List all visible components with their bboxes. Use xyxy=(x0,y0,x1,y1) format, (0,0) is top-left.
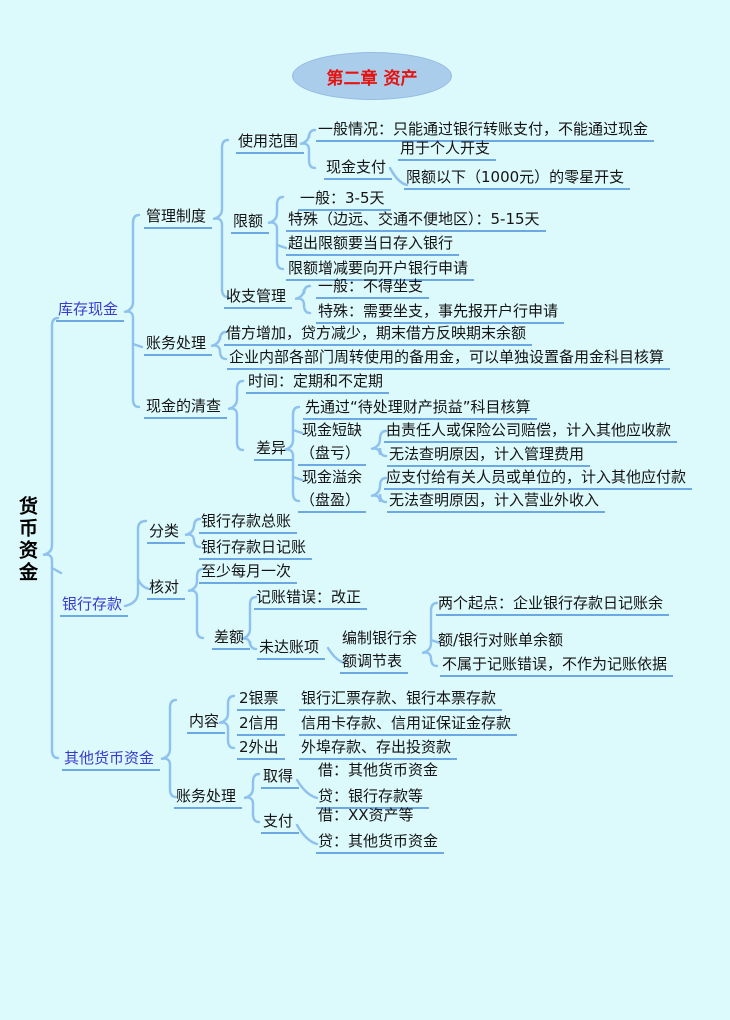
connector xyxy=(291,428,304,435)
connector xyxy=(295,823,319,846)
connector xyxy=(123,519,148,608)
node-check-time[interactable]: 时间：定期和不定期 xyxy=(246,372,390,394)
node-shortage-compensate[interactable]: 由责任人或保险公司赔偿，计入其他应收款 xyxy=(384,421,678,443)
connector xyxy=(370,476,388,504)
connector xyxy=(299,128,317,170)
node-difference[interactable]: 差异 xyxy=(254,439,293,461)
connector xyxy=(294,284,312,315)
node-outstanding-items[interactable]: 未达账项 xyxy=(257,638,326,660)
node-limit-change[interactable]: 限额增减要向开户银行申请 xyxy=(286,259,475,281)
connector xyxy=(50,566,63,575)
connector xyxy=(388,166,409,187)
node-limit-special[interactable]: 特殊（边远、交通不便地区）：5-15天 xyxy=(286,210,546,232)
connector xyxy=(123,213,141,409)
node-pay-credit[interactable]: 贷：其他货币资金 xyxy=(316,832,445,854)
chapter-title-node[interactable]: 第二章 资产 xyxy=(292,52,452,100)
node-verify-monthly[interactable]: 至少每月一次 xyxy=(199,562,298,584)
connector xyxy=(136,577,151,591)
node-management-system[interactable]: 管理制度 xyxy=(144,207,213,229)
node-not-bookkeeping-basis[interactable]: 不属于记账错误，不作为记账依据 xyxy=(440,655,674,677)
chapter-title: 第二章 资产 xyxy=(326,68,418,89)
node-cash-payment[interactable]: 现金支付 xyxy=(324,158,393,180)
node-content[interactable]: 内容 xyxy=(187,712,226,734)
connector xyxy=(429,638,442,645)
node-revenue-expense-mgmt[interactable]: 收支管理 xyxy=(224,287,293,309)
connector xyxy=(160,698,178,799)
node-other-monetary-funds[interactable]: 其他货币资金 xyxy=(62,749,161,771)
node-pay-debit[interactable]: 借：XX资产等 xyxy=(318,806,414,824)
node-diff-pending-account[interactable]: 先通过“待处理财产损益”科目核算 xyxy=(303,398,537,420)
node-cash-overage-line1[interactable]: 现金溢余 xyxy=(302,468,363,486)
connector xyxy=(184,517,202,549)
connector xyxy=(42,316,60,760)
node-inout-special[interactable]: 特殊：需要坐支，事先报开户行申请 xyxy=(316,302,565,324)
node-classification[interactable]: 分类 xyxy=(147,522,186,544)
node-limit-general[interactable]: 一般：3-5天 xyxy=(298,189,391,211)
connector xyxy=(326,646,347,665)
connector xyxy=(187,567,205,640)
connector xyxy=(227,379,245,452)
node-cash-shortage-line1[interactable]: 现金短缺 xyxy=(302,421,363,439)
connector xyxy=(421,601,439,668)
node-cash-overage-line2[interactable]: （盘盈） xyxy=(298,491,367,513)
connector xyxy=(295,778,319,800)
node-pay[interactable]: 支付 xyxy=(261,812,300,834)
node-overage-payable[interactable]: 应支付给有关人员或单位的，计入其他应付款 xyxy=(384,468,693,490)
connector xyxy=(267,195,285,271)
node-cash-accounting-rule[interactable]: 借方增加，贷方减少，期末借方反映期末余额 xyxy=(224,324,533,346)
node-scope-general-line2[interactable]: 用于个人开支 xyxy=(398,139,497,161)
connector xyxy=(218,694,236,750)
node-verification[interactable]: 核对 xyxy=(147,578,186,600)
connector xyxy=(131,342,144,349)
connector xyxy=(291,475,304,482)
node-bank-general-ledger[interactable]: 银行存款总账 xyxy=(199,512,298,534)
node-content-row-key[interactable]: 2银票 xyxy=(237,689,285,711)
node-bookkeeping-error[interactable]: 记账错误：改正 xyxy=(254,588,368,610)
node-content-row-val[interactable]: 信用卡存款、信用证保证金存款 xyxy=(299,714,518,736)
node-bank-deposits[interactable]: 银行存款 xyxy=(60,595,129,617)
node-two-starting-points-line1[interactable]: 两个起点：企业银行存款日记账余 xyxy=(436,594,670,616)
node-cash-accounting-pettycash[interactable]: 企业内部各部门周转使用的备用金，可以单独设置备用金科目核算 xyxy=(227,348,671,370)
node-scope-general-line1[interactable]: 一般情况：只能通过银行转账支付，不能通过现金 xyxy=(316,120,655,142)
node-cash-shortage-line2[interactable]: （盘亏） xyxy=(298,444,367,466)
node-inout-general[interactable]: 一般：不得坐支 xyxy=(316,277,430,299)
node-reconciliation-line2[interactable]: 额调节表 xyxy=(340,652,409,674)
node-balance-difference[interactable]: 差额 xyxy=(212,628,251,650)
node-other-accounting[interactable]: 账务处理 xyxy=(174,787,243,809)
node-limit[interactable]: 限额 xyxy=(231,212,270,234)
node-limit-excess[interactable]: 超出限额要当日存入银行 xyxy=(286,234,460,256)
root-node-monetary-funds[interactable]: 货币资金 xyxy=(16,496,38,584)
node-usage-scope[interactable]: 使用范围 xyxy=(236,132,305,154)
connector xyxy=(240,595,258,651)
node-cash-accounting[interactable]: 账务处理 xyxy=(144,334,213,356)
node-bank-journal[interactable]: 银行存款日记账 xyxy=(199,538,313,560)
node-content-row-key[interactable]: 2外出 xyxy=(237,738,285,760)
connector xyxy=(210,330,228,361)
connector xyxy=(212,138,230,299)
node-acquire-debit[interactable]: 借：其他货币资金 xyxy=(318,761,439,779)
node-two-starting-points-line2[interactable]: 额/银行对账单余额 xyxy=(438,631,564,649)
connector xyxy=(275,243,288,250)
connector xyxy=(283,405,301,503)
node-acquire-credit[interactable]: 贷：银行存款等 xyxy=(316,787,430,809)
node-cash-payment-detail[interactable]: 限额以下（1000元）的零星开支 xyxy=(404,168,631,190)
node-reconciliation-line1[interactable]: 编制银行余 xyxy=(342,629,418,647)
node-overage-unknown[interactable]: 无法查明原因，计入营业外收入 xyxy=(387,491,606,513)
node-acquire[interactable]: 取得 xyxy=(261,767,300,789)
connector xyxy=(243,772,261,824)
node-content-row-key[interactable]: 2信用 xyxy=(237,714,285,736)
node-cash-on-hand[interactable]: 库存现金 xyxy=(56,300,125,322)
node-cash-inventory-check[interactable]: 现金的清查 xyxy=(144,397,228,419)
node-content-row-val[interactable]: 银行汇票存款、银行本票存款 xyxy=(299,689,503,711)
node-shortage-unknown[interactable]: 无法查明原因，计入管理费用 xyxy=(387,445,591,467)
node-content-row-val[interactable]: 外埠存款、存出投资款 xyxy=(299,738,458,760)
connector xyxy=(370,429,388,458)
